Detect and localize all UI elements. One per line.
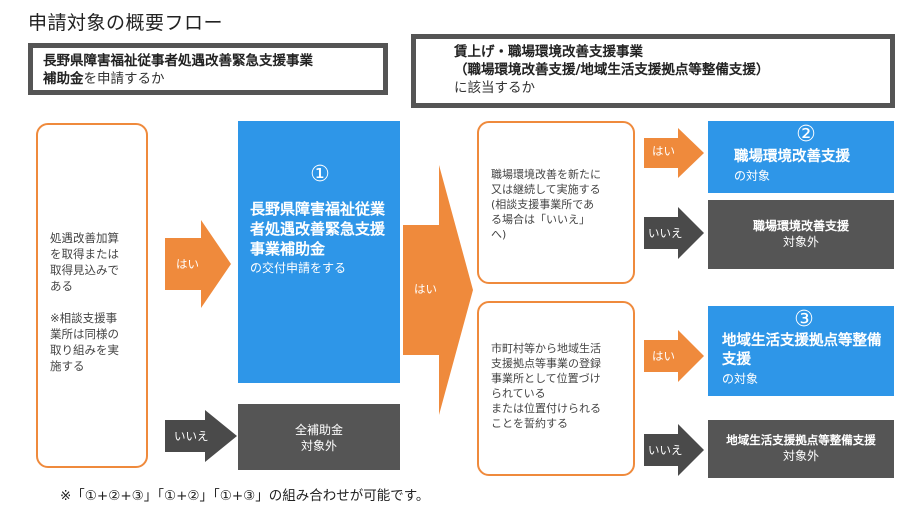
box3-number: ③ [794,307,814,332]
condition-regional-base: 市町村等から地域生活 支援拠点等事業の登録 事業所として位置づけ られている ま… [477,301,635,476]
condition-workplace-improvement: 職場環境改善を新たに 又は継続して実施する (相談支援事業所であ る場合は「いい… [477,121,635,284]
header-left-line1: 長野県障害福祉従事者処遇改善緊急支援事業 [43,53,313,69]
no-arrow-2 [644,207,704,259]
all-excluded-box: 全補助金 対象外 [238,404,400,470]
header-right-line3: に該当するか [454,80,535,96]
box1-number: ① [310,162,330,187]
box2-number: ② [796,122,816,147]
box3-excluded: 地域生活支援拠点等整備支援 対象外 [708,420,894,478]
yes-arrow-2 [644,128,704,178]
no-arrow-3 [644,424,704,476]
all-excluded-line2: 対象外 [300,439,337,453]
yes-arrow-1 [165,220,231,308]
yes-arrow-1-label: はい [176,257,199,271]
yes-arrow-3-label: はい [652,349,675,363]
header-left-line2-bold: 補助金 [43,71,84,87]
header-right-question: 賃上げ・職場環境改善支援事業 （職場環境改善支援/地域生活支援拠点等整備支援） … [411,34,895,108]
footer-note: ※「①+②+③」「①+②」「①+③」の組み合わせが可能です。 [60,488,430,504]
header-right-line1: 賃上げ・職場環境改善支援事業 [454,44,643,60]
box2-workplace-support: ② 職場環境改善支援 の対象 [708,121,894,193]
box3-regional-base-support: ③ 地域生活支援拠点等整備支援 の対象 [708,306,894,396]
yes-arrow-big-label: はい [414,282,437,296]
no-arrow-2-label: いいえ [648,226,683,240]
header-left-line2-rest: を申請するか [83,71,165,87]
box2-suffix: の対象 [734,169,771,183]
no-arrow-1-label: いいえ [174,429,209,443]
yes-arrow-3 [644,330,704,382]
box2-excluded: 職場環境改善支援 対象外 [708,200,894,269]
yes-arrow-big [403,165,473,415]
all-excluded-line1: 全補助金 [294,423,343,437]
left-condition-box: 処遇改善加算 を取得または 取得見込みで ある ※相談支援事 業所は同様の 取り… [36,123,148,468]
box1-subsidy: ① 長野県障害福祉従業者処遇改善緊急支援事業補助金 の交付申請をする [238,121,400,383]
box2-excluded-line1: 職場環境改善支援 [752,219,849,233]
box2-name: 職場環境改善支援 [734,149,850,165]
box2-excluded-line2: 対象外 [782,235,819,249]
header-right-line2: （職場環境改善支援/地域生活支援拠点等整備支援） [454,62,770,78]
page-title: 申請対象の概要フロー [28,12,224,34]
box3-excluded-line2: 対象外 [782,449,819,463]
yes-arrow-2-label: はい [652,144,675,158]
box3-suffix: の対象 [722,372,759,386]
header-left-question: 長野県障害福祉従事者処遇改善緊急支援事業 補助金を申請するか [28,43,388,95]
box3-excluded-line1: 地域生活支援拠点等整備支援 [726,433,876,447]
box3-name: 地域生活支援拠点等整備支援 [722,333,882,368]
no-arrow-3-label: いいえ [648,443,683,457]
box1-name: 長野県障害福祉従業者処遇改善緊急支援事業補助金 [250,200,386,258]
box1-suffix: の交付申請をする [250,261,347,275]
no-arrow-1 [165,410,237,462]
